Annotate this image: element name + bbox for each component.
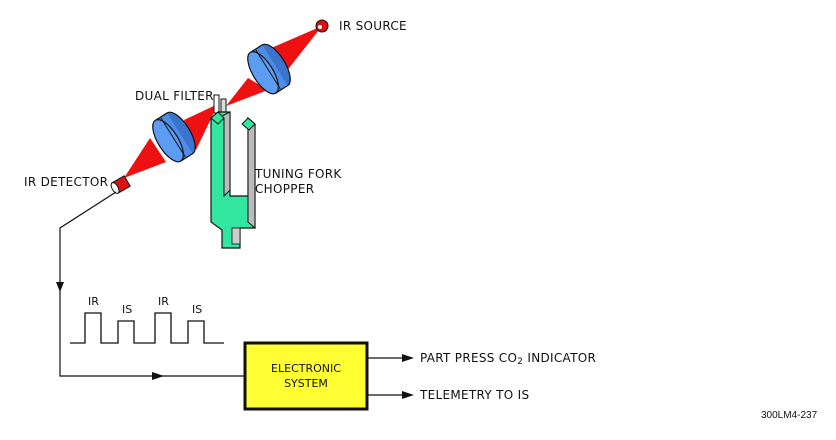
tuning-fork-label: TUNING FORK (254, 167, 342, 181)
dual-filter-label: DUAL FILTER (135, 89, 214, 103)
output-arrow-1-icon (402, 354, 414, 362)
wire-arrow-down-icon (56, 282, 64, 292)
lower-lens-icon (152, 111, 196, 163)
electronic-system-label-2: SYSTEM (284, 377, 328, 390)
chopper-label: CHOPPER (255, 182, 314, 196)
output-arrow-2-icon (402, 391, 414, 399)
figure-code: 300LM4-237 (761, 410, 818, 421)
pulse-label-4: IS (192, 303, 202, 316)
beam-lens-to-filter (226, 78, 268, 106)
electronic-system-box (243, 341, 369, 411)
ir-source-label: IR SOURCE (339, 19, 407, 33)
tuning-fork-chopper-icon (210, 111, 256, 249)
ir-source-icon (315, 19, 329, 33)
pulse-label-2: IS (122, 303, 132, 316)
pulse-label-1: IR (88, 295, 99, 308)
output-co2-subscript: 2 (517, 357, 523, 367)
wire-arrow-right-icon (152, 372, 164, 380)
beam-lens-to-detector (124, 138, 166, 178)
output-co2-prefix: PART PRESS CO (420, 351, 517, 365)
output-co2-indicator-label: PART PRESS CO2 INDICATOR (420, 351, 596, 367)
output-telemetry-label: TELEMETRY TO IS (419, 388, 529, 402)
pulse-label-3: IR (158, 295, 169, 308)
upper-lens-icon (247, 43, 291, 95)
ir-detector-label: IR DETECTOR (24, 175, 108, 189)
ir-detector-icon (110, 175, 131, 194)
electronic-system-label-1: ELECTRONIC (271, 362, 341, 375)
output-co2-suffix: INDICATOR (523, 351, 596, 365)
waveform-signal (70, 312, 224, 344)
